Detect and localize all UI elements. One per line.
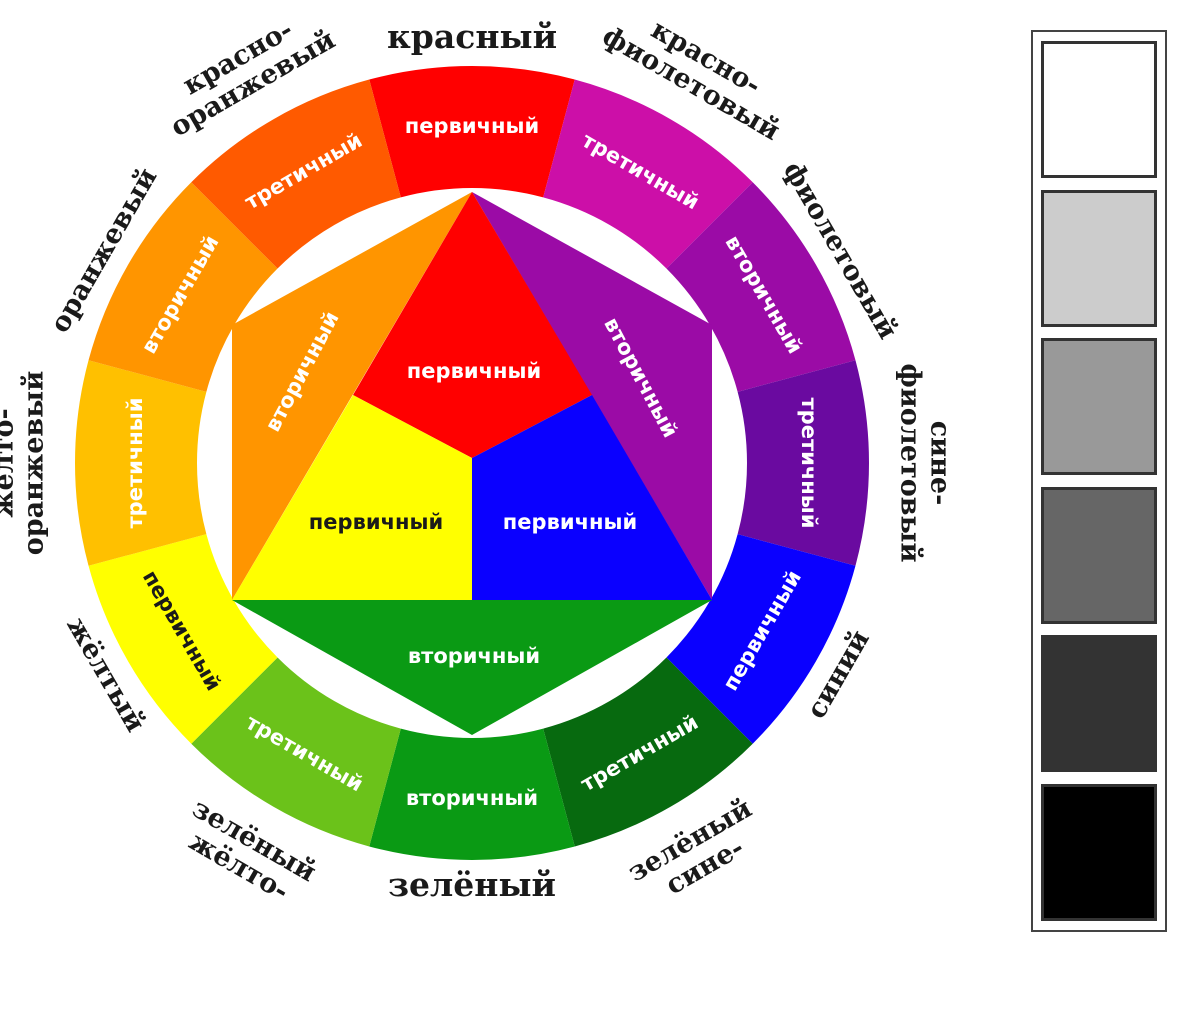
grey-swatch [1041,338,1157,476]
grey-swatch [1041,189,1157,327]
ring-segment [191,657,401,847]
ring-segment [666,534,856,744]
center-green-triangle [232,600,712,735]
grey-scale-bar [1031,30,1167,932]
center-red-triangle [353,192,592,458]
center-yellow-label: первичный [309,510,443,534]
ring-segment [88,534,278,744]
ring-segment [543,657,753,847]
grey-swatch [1041,486,1157,624]
center-blue-triangle [472,395,712,600]
ring-segment-label: третичный [797,398,821,529]
center-blue-label: первичный [503,510,637,534]
center-triangles: первичный первичный первичный вторичный … [232,192,712,735]
ring-segment [737,360,869,566]
grey-swatch [1041,41,1157,178]
grey-swatch [1041,635,1157,773]
center-orange-triangle [232,192,472,600]
ring-segment [88,182,278,392]
ring-segment-label: третичный [123,398,147,529]
color-name-label: фиолетовый [895,363,926,562]
color-name-label: зелёный [388,865,556,904]
ring-segment-label: первичный [405,114,539,138]
center-red-label: первичный [407,359,541,383]
color-name-label: красный [387,17,557,56]
center-green-label: вторичный [408,644,540,668]
color-name-label: сине- [925,421,956,506]
color-name-label: оранжевый [19,371,50,555]
color-wheel: первичный третичный вторичный третичный перв… [0,14,956,907]
ring-segment [543,79,753,269]
ring-segment [666,182,856,392]
outer-ring: первичный третичный вторичный третичный перв… [75,66,869,860]
color-name-label: жёлто- [0,408,20,517]
ring-segment [369,728,575,860]
ring-segment [191,79,401,269]
ring-segment [75,360,207,566]
grey-swatch [1041,783,1157,921]
ring-segment-label: вторичный [406,786,538,810]
center-yellow-triangle [232,395,472,600]
ring-segment [369,66,575,198]
